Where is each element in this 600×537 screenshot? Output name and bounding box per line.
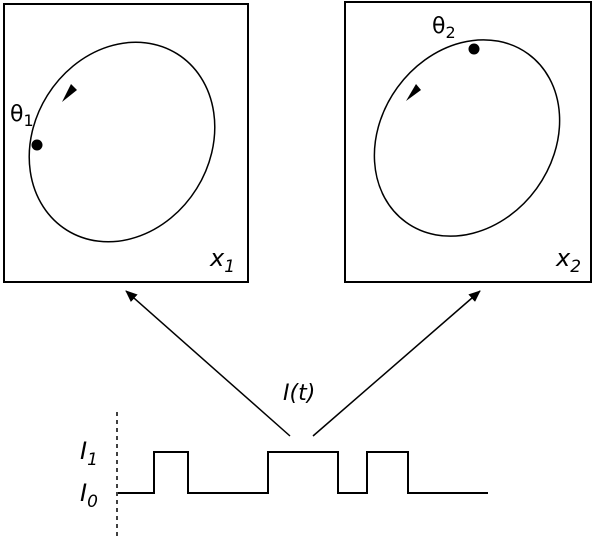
input-arrow-to-x2 xyxy=(312,290,481,437)
cycle-direction-arrow-1 xyxy=(62,84,77,102)
limit-cycle-2 xyxy=(373,39,561,237)
level-high-label: I1 xyxy=(80,437,98,470)
input-arrow-to-x1 xyxy=(125,290,291,437)
panel-1-frame xyxy=(3,3,249,283)
phase-point-1 xyxy=(31,139,43,151)
variable-label-1: x1 xyxy=(209,244,235,277)
phase-label-2: θ2 xyxy=(432,14,456,42)
variable-label-2: x2 xyxy=(555,244,581,277)
panel-2-frame xyxy=(344,1,592,283)
pulse-train xyxy=(118,451,488,494)
oscillator-panel-1: θ1 x1 xyxy=(3,3,249,283)
oscillator-panel-2: θ2 x2 xyxy=(344,1,592,283)
phase-label-1: θ1 xyxy=(10,102,34,130)
limit-cycle-1 xyxy=(28,41,216,243)
phase-point-2 xyxy=(468,43,480,55)
input-label: I(t) xyxy=(283,381,315,406)
level-low-label: I0 xyxy=(80,479,98,512)
input-signal: I1 I0 xyxy=(80,412,488,537)
cycle-direction-arrow-2 xyxy=(406,84,421,101)
